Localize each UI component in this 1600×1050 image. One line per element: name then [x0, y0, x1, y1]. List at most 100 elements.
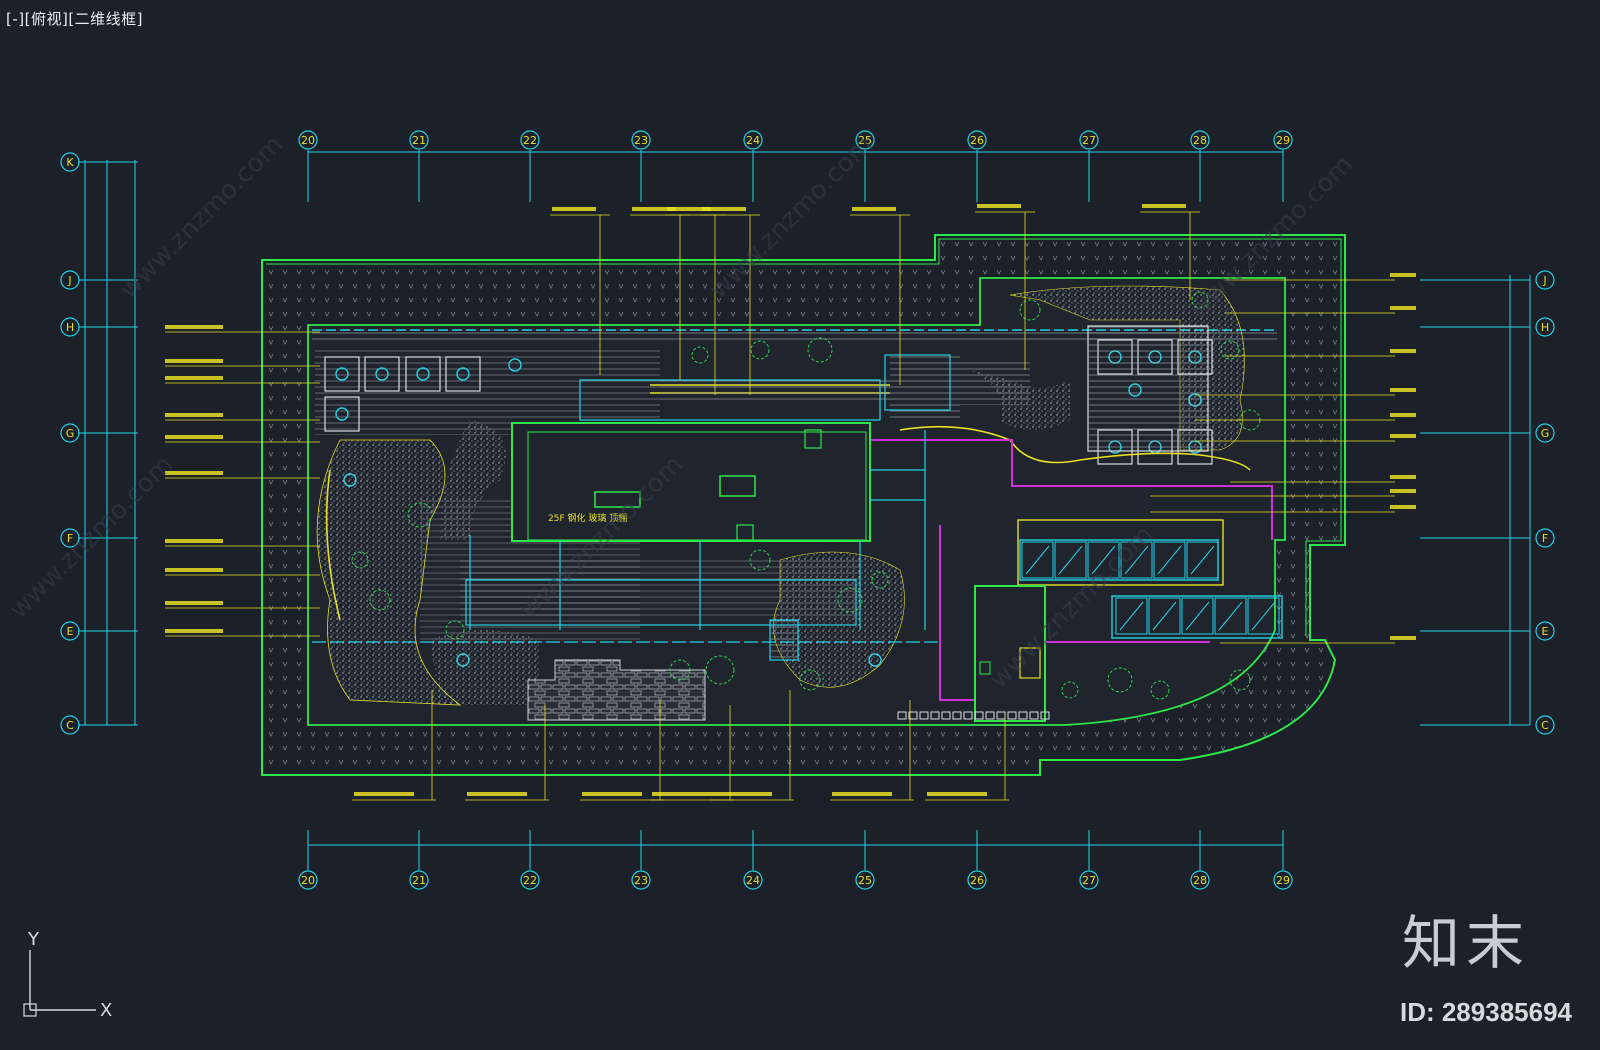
left-dimension-lines: [84, 160, 136, 725]
right-pavilion[interactable]: [1087, 325, 1209, 452]
right-row-axis-bubble[interactable]: [1535, 528, 1555, 548]
viewport-label[interactable]: [-][俯视][二维线框]: [6, 10, 144, 28]
bottom-column-axis-bubble[interactable]: [1273, 870, 1293, 890]
annotation-leaders: [165, 204, 1416, 801]
top-column-axis-bubble[interactable]: [855, 130, 875, 150]
right-row-axis-bubble[interactable]: [1535, 270, 1555, 290]
bottom-column-axis-bubble[interactable]: [520, 870, 540, 890]
top-column-axis-bubble[interactable]: [520, 130, 540, 150]
parking-bay: [1087, 541, 1120, 579]
leader-label-mark: [1390, 273, 1416, 277]
shrub-symbol: [669, 659, 691, 681]
leader-label-mark: [667, 207, 711, 211]
top-column-axis-bubble[interactable]: [631, 130, 651, 150]
bottom-column-axis-label: 28: [1193, 874, 1207, 887]
bottom-column-axis-bubble[interactable]: [967, 870, 987, 890]
leader-label-mark: [165, 413, 223, 417]
tree-symbol: [456, 367, 470, 381]
right-row-axis-label: C: [1541, 719, 1549, 732]
top-column-axis-bubble[interactable]: [743, 130, 763, 150]
bottom-column-axis-bubble[interactable]: [855, 870, 875, 890]
left-row-axis-bubble[interactable]: [60, 152, 80, 172]
right-row-axis-bubble[interactable]: [1535, 715, 1555, 735]
top-column-axis-label: 25: [858, 134, 872, 147]
bottom-column-axis-bubble[interactable]: [1190, 870, 1210, 890]
bottom-column-axis-bubble[interactable]: [409, 870, 429, 890]
bottom-column-axis-bubble[interactable]: [743, 870, 763, 890]
shrub-symbol: [1220, 340, 1240, 360]
right-row-axis-bubble[interactable]: [1535, 423, 1555, 443]
left-row-axis-label: K: [66, 156, 74, 169]
tree-symbol: [416, 367, 430, 381]
left-row-axis-label: F: [67, 532, 73, 545]
leader-label-mark: [1390, 489, 1416, 493]
leader-label-mark: [1390, 434, 1416, 438]
leader-label-mark: [1390, 413, 1416, 417]
leader-label-mark: [582, 792, 642, 796]
parking-bay-diagonal: [1025, 545, 1050, 575]
right-dimension-lines: [1509, 275, 1531, 725]
magenta-lines: [860, 439, 1273, 701]
ucs-x-label: X: [100, 1000, 112, 1021]
parking-bay: [1247, 597, 1280, 635]
left-row-axis-label: C: [66, 719, 74, 732]
leader-label-mark: [1390, 636, 1416, 640]
gate-block: [952, 711, 962, 720]
gate-block: [963, 711, 973, 720]
tree-symbol: [508, 358, 522, 372]
shrub-symbol: [351, 551, 369, 569]
shrub-symbol: [871, 571, 889, 589]
top-column-axis-bubble[interactable]: [1273, 130, 1293, 150]
leader-label-mark: [165, 629, 223, 633]
guard-house[interactable]: [974, 585, 1046, 722]
right-row-axis-bubble[interactable]: [1535, 317, 1555, 337]
leader-label-mark: [165, 376, 223, 380]
tree-grate: [364, 356, 400, 392]
right-row-axis-label: J: [1542, 274, 1546, 287]
main-building[interactable]: 25F 钢化 玻璃 顶棚: [511, 422, 871, 542]
top-column-axis-label: 28: [1193, 134, 1207, 147]
shrub-symbol: [1061, 681, 1079, 699]
planting-group: [351, 291, 1261, 700]
top-column-axis-label: 20: [301, 134, 315, 147]
shrub-symbol: [369, 589, 391, 611]
leader-label-mark: [1390, 306, 1416, 310]
parking-bay: [1186, 541, 1219, 579]
shrub-symbol: [1150, 680, 1170, 700]
parking-bay-diagonal: [1091, 545, 1116, 575]
parking-bay: [1148, 597, 1181, 635]
top-column-axis-bubble[interactable]: [409, 130, 429, 150]
top-column-axis-bubble[interactable]: [298, 130, 318, 150]
watermark-logo: 知末: [1401, 909, 1530, 977]
top-column-axis-bubble[interactable]: [967, 130, 987, 150]
leader-label-mark: [702, 207, 746, 211]
shrub-symbol: [1229, 669, 1251, 691]
bottom-column-axis-bubble[interactable]: [631, 870, 651, 890]
left-row-axis-bubble[interactable]: [60, 715, 80, 735]
bottom-column-axis-label: 23: [634, 874, 648, 887]
parking-bay-diagonal: [1190, 545, 1215, 575]
top-column-axis-label: 29: [1276, 134, 1290, 147]
top-column-axis-bubble[interactable]: [1190, 130, 1210, 150]
bottom-column-axis-label: 22: [523, 874, 537, 887]
leader-label-mark: [832, 792, 892, 796]
shrub-symbol: [445, 620, 465, 640]
left-row-axis-bubble[interactable]: [60, 317, 80, 337]
left-row-axis-bubble[interactable]: [60, 423, 80, 443]
shrub-symbol: [1191, 291, 1209, 309]
parking-bay: [1054, 541, 1087, 579]
bottom-column-axis-bubble[interactable]: [298, 870, 318, 890]
bottom-column-axis-bubble[interactable]: [1079, 870, 1099, 890]
right-row-axis-bubble[interactable]: [1535, 621, 1555, 641]
gate-block: [941, 711, 951, 720]
left-row-axis-bubble[interactable]: [60, 621, 80, 641]
top-column-axis-bubble[interactable]: [1079, 130, 1099, 150]
left-row-axis-bubble[interactable]: [60, 528, 80, 548]
shrub-symbol: [799, 669, 821, 691]
gate-block: [908, 711, 918, 720]
left-row-axis-bubble[interactable]: [60, 270, 80, 290]
bottom-column-axis-label: 24: [746, 874, 760, 887]
parking-bay-diagonal: [1218, 601, 1243, 631]
